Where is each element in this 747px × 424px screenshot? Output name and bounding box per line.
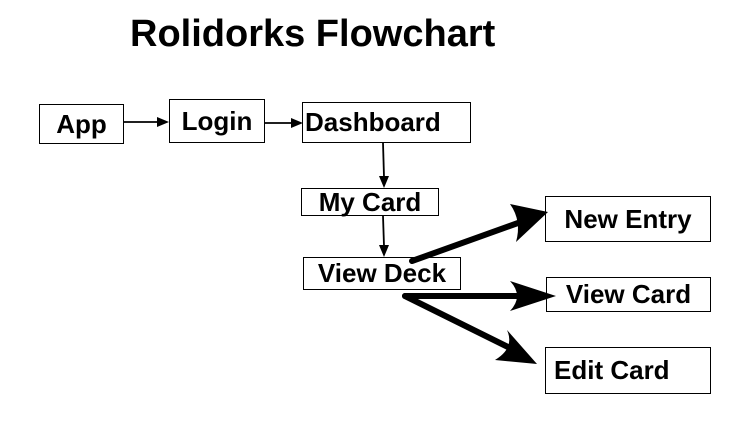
node-dashboard: Dashboard <box>302 102 471 143</box>
node-label: View Deck <box>317 258 447 288</box>
node-label: View Card <box>565 279 692 309</box>
arrowhead-icon <box>379 176 389 188</box>
edge-view-deck-to-view-card <box>402 281 556 311</box>
node-app: App <box>39 104 124 144</box>
arrowhead-icon <box>291 118 303 128</box>
node-login: Login <box>169 99 265 143</box>
diagram-title: Rolidorks Flowchart <box>130 13 496 55</box>
edge-app-to-login <box>124 117 169 127</box>
node-edit-card: Edit Card <box>545 347 711 394</box>
arrowhead-icon <box>379 245 389 257</box>
node-my-card: My Card <box>301 186 439 217</box>
arrowhead-icon <box>510 204 548 242</box>
node-label: My Card <box>318 186 422 217</box>
node-label: Login <box>181 105 253 136</box>
edge-line <box>402 293 511 350</box>
edge-dashboard-to-my-card <box>379 142 389 188</box>
edge-view-deck-to-edit-card <box>402 293 537 364</box>
edge-line <box>382 142 385 178</box>
node-view-deck: View Deck <box>303 257 461 290</box>
node-new-entry: New Entry <box>545 196 711 242</box>
edge-login-to-dashboard <box>265 118 303 128</box>
node-label: New Entry <box>564 203 692 234</box>
node-label: Dashboard <box>305 107 441 137</box>
node-label: App <box>56 108 107 139</box>
edge-my-card-to-view-deck <box>379 215 389 257</box>
arrowhead-icon <box>157 117 169 127</box>
node-view-card: View Card <box>546 277 711 312</box>
arrowhead-icon <box>495 330 537 364</box>
edge-view-deck-to-new-entry <box>409 204 548 264</box>
edge-line <box>409 220 521 264</box>
node-label: Edit Card <box>554 355 670 385</box>
edge-line <box>382 215 385 247</box>
arrowhead-icon <box>510 281 556 311</box>
